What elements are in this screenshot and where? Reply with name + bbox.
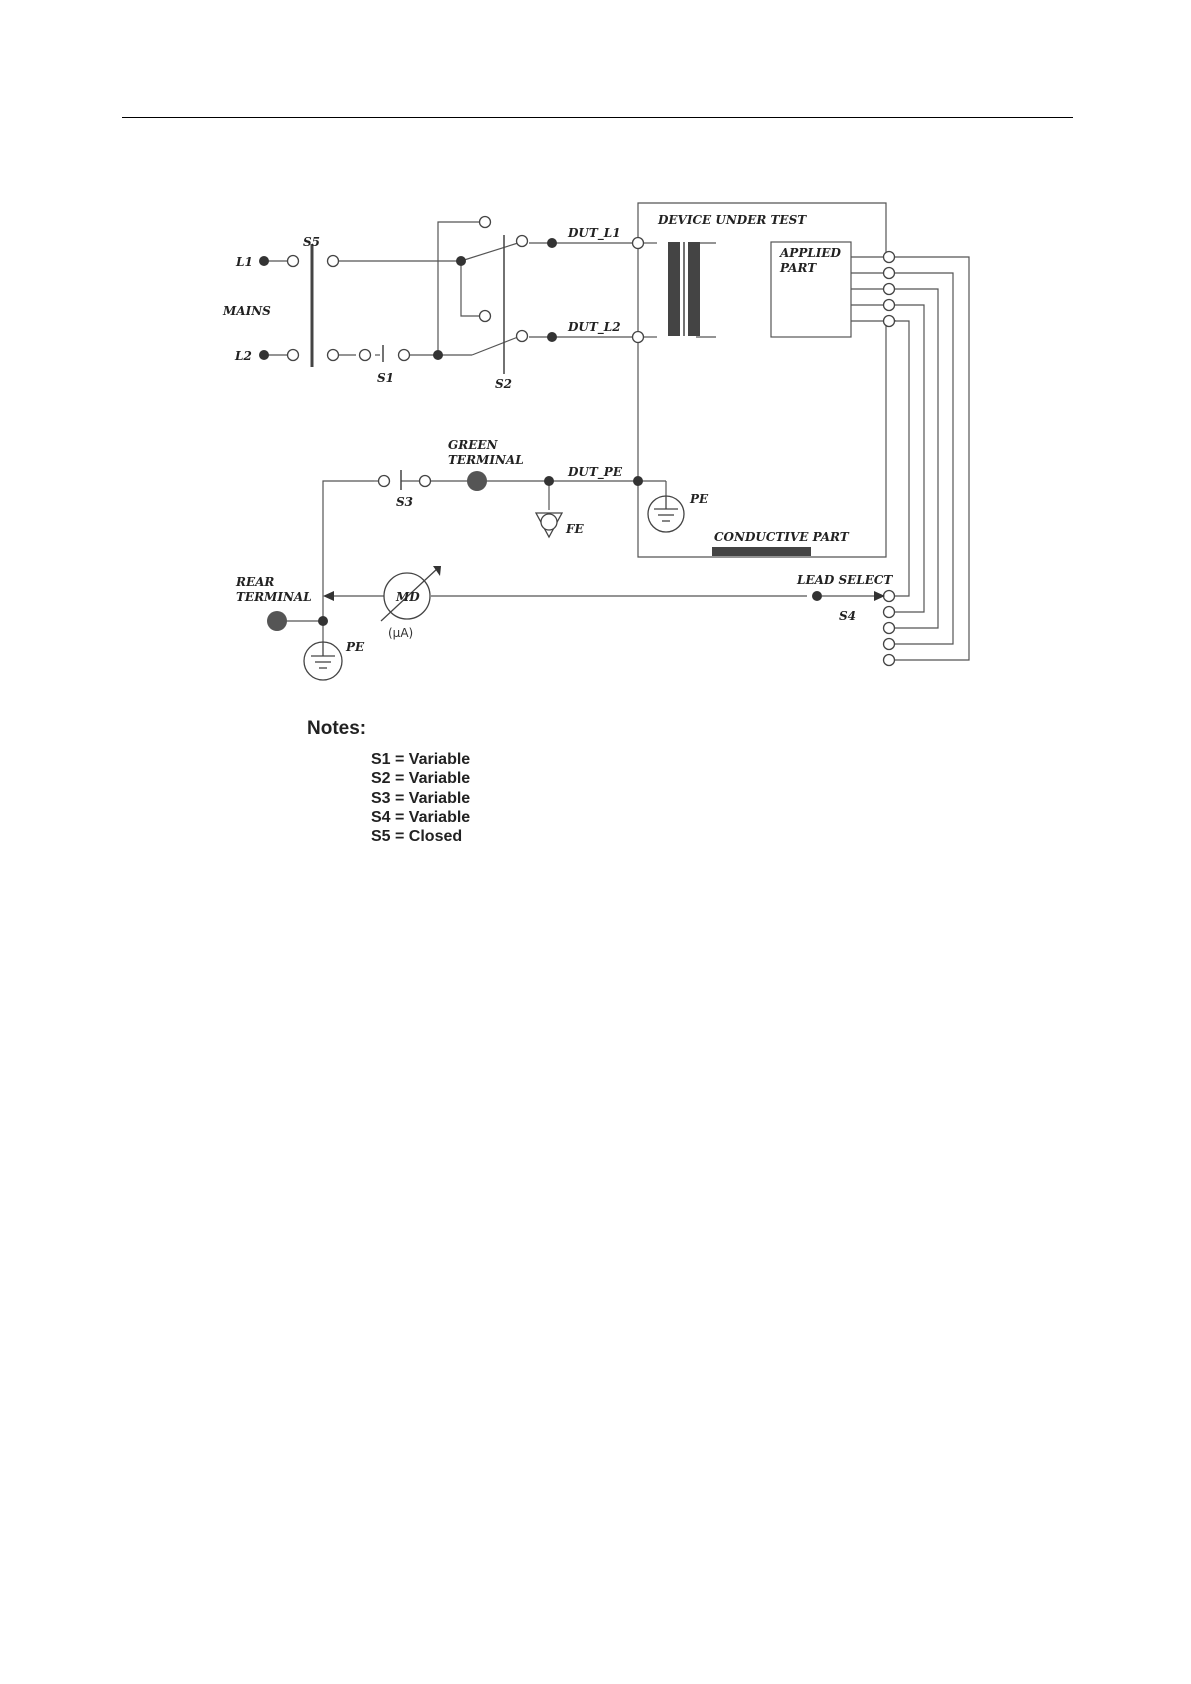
- label-s2: S2: [495, 377, 512, 391]
- rear-terminal-icon: [267, 611, 287, 631]
- label-s4: S4: [839, 609, 856, 623]
- label-rear-terminal: TERMINAL: [236, 590, 312, 604]
- label-applied-part: APPLIED: [779, 246, 842, 260]
- label-rear-terminal: REAR: [235, 575, 274, 589]
- note-item: S2 = Variable: [371, 769, 571, 788]
- conductive-part-bar: [712, 547, 811, 556]
- notes-title: Notes:: [307, 718, 366, 740]
- notes-list: S1 = Variable S2 = Variable S3 = Variabl…: [371, 750, 571, 846]
- label-dut-l1: DUT_L1: [567, 226, 621, 241]
- arrow-right-icon: [874, 591, 885, 601]
- note-item: S3 = Variable: [371, 789, 571, 808]
- functional-earth-icon: [536, 513, 562, 537]
- label-pe-dut: PE: [689, 492, 709, 506]
- protective-earth-icon: [304, 642, 342, 680]
- label-dut-pe: DUT_PE: [567, 465, 623, 480]
- label-fe: FE: [565, 522, 585, 536]
- label-pe-rear: PE: [345, 640, 365, 654]
- label-l1: L1: [235, 255, 253, 269]
- label-green-terminal: TERMINAL: [448, 453, 524, 467]
- transformer-icon: [668, 242, 700, 336]
- note-item: S4 = Variable: [371, 808, 571, 827]
- label-lead-select: LEAD SELECT: [796, 573, 893, 587]
- label-dut-l2: DUT_L2: [567, 320, 621, 335]
- label-mains: MAINS: [222, 304, 271, 318]
- label-conductive-part: CONDUCTIVE PART: [714, 530, 850, 544]
- label-device-under-test: DEVICE UNDER TEST: [657, 213, 807, 227]
- leakage-test-circuit-diagram: L1 L2 MAINS S5 S1 S2 S3 S4 DUT_L1 DUT_L2…: [0, 0, 1191, 700]
- note-item: S1 = Variable: [371, 750, 571, 769]
- label-md: MD: [395, 590, 420, 604]
- label-s3: S3: [396, 495, 413, 509]
- label-l2: L2: [234, 349, 252, 363]
- note-item: S5 = Closed: [371, 827, 571, 846]
- label-green-terminal: GREEN: [448, 438, 499, 452]
- protective-earth-icon: [648, 496, 684, 532]
- label-applied-part: PART: [779, 261, 817, 275]
- label-s5: S5: [303, 235, 320, 249]
- notes-section: Notes: S1 = Variable S2 = Variable S3 = …: [307, 718, 366, 740]
- label-s1: S1: [377, 371, 394, 385]
- green-terminal-icon: [467, 471, 487, 491]
- arrow-left-icon: [323, 591, 334, 601]
- label-microamp: (μA): [388, 626, 413, 640]
